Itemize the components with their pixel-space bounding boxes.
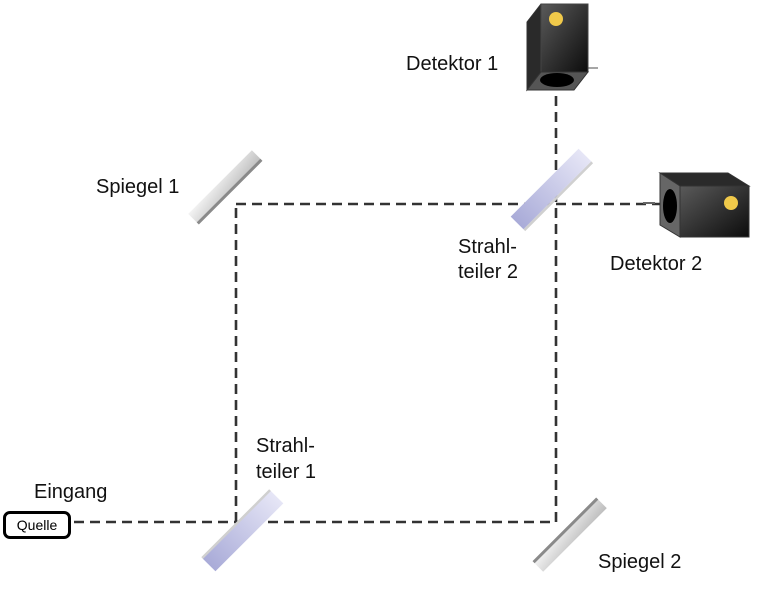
detector-2-led bbox=[724, 196, 738, 210]
splitter-1-label-line2: teiler 1 bbox=[256, 461, 317, 483]
input-label: Eingang bbox=[34, 481, 108, 503]
beam-splitter-2 bbox=[510, 148, 594, 232]
detector-1 bbox=[525, 3, 598, 92]
detector-2-label: Detektor 2 bbox=[610, 253, 703, 275]
mirror-1 bbox=[188, 150, 263, 225]
mirror-2 bbox=[532, 497, 607, 572]
splitter-2-label-line1: Strahl- bbox=[458, 236, 517, 258]
mirror-2-label: Spiegel 2 bbox=[598, 551, 682, 573]
splitter-2-label-line2: teiler 2 bbox=[458, 261, 519, 283]
beam-splitter-1 bbox=[201, 489, 284, 572]
splitter-1-label-line1: Strahl- bbox=[256, 435, 315, 457]
detector-2 bbox=[643, 172, 751, 238]
beam-paths bbox=[74, 92, 660, 524]
mirror-1-label: Spiegel 1 bbox=[96, 176, 180, 198]
source-label: Quelle bbox=[16, 517, 58, 533]
source-box: Quelle bbox=[3, 511, 71, 539]
detector-1-led bbox=[549, 12, 563, 26]
detector-1-label: Detektor 1 bbox=[406, 53, 499, 75]
